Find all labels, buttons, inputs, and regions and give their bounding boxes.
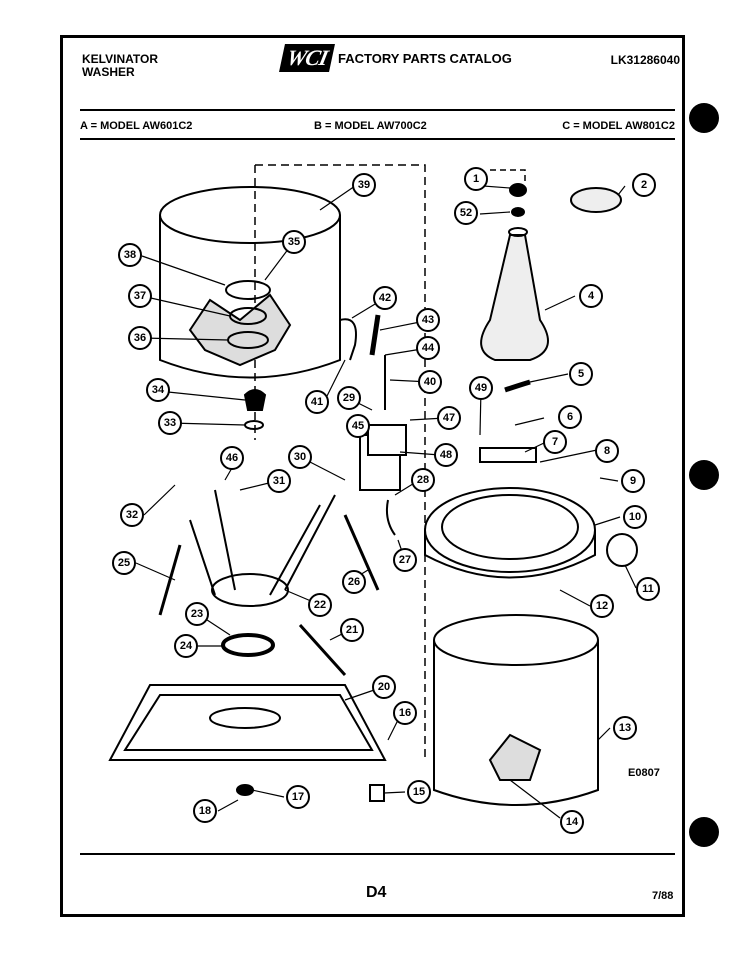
callout-11: 11 <box>636 577 660 601</box>
callout-9: 9 <box>621 469 645 493</box>
callout-4: 4 <box>579 284 603 308</box>
fabric-softener-dispenser-part <box>570 187 622 213</box>
callout-47: 47 <box>437 406 461 430</box>
spring-part <box>158 544 182 616</box>
binder-hole-icon <box>689 817 719 847</box>
callout-28: 28 <box>411 468 435 492</box>
callout-35: 35 <box>282 230 306 254</box>
washer-part <box>244 420 264 430</box>
clip-part <box>479 447 537 463</box>
callout-22: 22 <box>308 593 332 617</box>
callout-43: 43 <box>416 308 440 332</box>
model-a: A = MODEL AW601C2 <box>80 120 193 132</box>
callout-49: 49 <box>469 376 493 400</box>
callout-29: 29 <box>337 386 361 410</box>
spring-part <box>298 623 347 677</box>
callout-40: 40 <box>418 370 442 394</box>
callout-14: 14 <box>560 810 584 834</box>
callout-12: 12 <box>590 594 614 618</box>
callout-2: 2 <box>632 173 656 197</box>
callout-52: 52 <box>454 201 478 225</box>
binder-hole-icon <box>689 460 719 490</box>
catalog-number: LK31286040 <box>610 53 680 67</box>
callout-13: 13 <box>613 716 637 740</box>
catalog-header: WCI FACTORY PARTS CATALOG <box>279 44 512 72</box>
hose-part <box>369 314 381 356</box>
assembly-boundary-line <box>255 164 426 760</box>
spin-basket-part <box>433 614 599 806</box>
callout-5: 5 <box>569 362 593 386</box>
binder-hole-icon <box>689 103 719 133</box>
revision-date: 7/88 <box>652 890 674 902</box>
callout-44: 44 <box>416 336 440 360</box>
model-b: B = MODEL AW700C2 <box>314 120 427 132</box>
callout-20: 20 <box>372 675 396 699</box>
header-rule <box>80 109 675 111</box>
callout-37: 37 <box>128 284 152 308</box>
callout-17: 17 <box>286 785 310 809</box>
agitator-cap-part <box>509 183 527 197</box>
agitator-washer-part <box>511 207 525 217</box>
tub-ring-part <box>424 487 596 579</box>
callout-48: 48 <box>434 443 458 467</box>
leg-part <box>369 784 385 802</box>
footer-rule <box>80 853 675 855</box>
page-number: D4 <box>366 884 387 901</box>
callout-32: 32 <box>120 503 144 527</box>
agitator-part <box>480 227 549 361</box>
callout-8: 8 <box>595 439 619 463</box>
clutch-ring-part <box>221 633 275 657</box>
callout-16: 16 <box>393 701 417 725</box>
callout-31: 31 <box>267 469 291 493</box>
callout-30: 30 <box>288 445 312 469</box>
callout-41: 41 <box>305 390 329 414</box>
hose-part <box>339 318 357 361</box>
callout-42: 42 <box>373 286 397 310</box>
callout-1: 1 <box>464 167 488 191</box>
model-rule <box>80 138 675 140</box>
diagram-id: E0807 <box>628 767 660 779</box>
tub-seal-part <box>225 280 271 300</box>
callout-21: 21 <box>340 618 364 642</box>
callout-10: 10 <box>623 505 647 529</box>
callout-46: 46 <box>220 446 244 470</box>
brand-name: KELVINATOR <box>82 52 159 66</box>
glide-part <box>236 784 254 796</box>
callout-34: 34 <box>146 378 170 402</box>
page-border <box>60 35 685 917</box>
drain-hose-part <box>385 499 396 536</box>
model-c: C = MODEL AW801C2 <box>562 120 675 132</box>
callout-39: 39 <box>352 173 376 197</box>
callout-45: 45 <box>346 414 370 438</box>
callout-7: 7 <box>543 430 567 454</box>
brand-block: KELVINATOR WASHER <box>82 53 158 79</box>
spring-part <box>343 514 380 591</box>
seal-ring-part <box>606 533 638 567</box>
cone-part <box>243 389 267 411</box>
callout-38: 38 <box>118 243 142 267</box>
callout-15: 15 <box>407 780 431 804</box>
callout-6: 6 <box>558 405 582 429</box>
callout-33: 33 <box>158 411 182 435</box>
hose-part <box>504 379 531 393</box>
suspension-frame-part <box>189 489 336 607</box>
callout-23: 23 <box>185 602 209 626</box>
callout-27: 27 <box>393 548 417 572</box>
base-frame-part <box>108 684 387 761</box>
callout-26: 26 <box>342 570 366 594</box>
callout-25: 25 <box>112 551 136 575</box>
product-type: WASHER <box>82 65 135 79</box>
callout-24: 24 <box>174 634 198 658</box>
callout-18: 18 <box>193 799 217 823</box>
callout-36: 36 <box>128 326 152 350</box>
catalog-title: FACTORY PARTS CATALOG <box>338 50 512 66</box>
